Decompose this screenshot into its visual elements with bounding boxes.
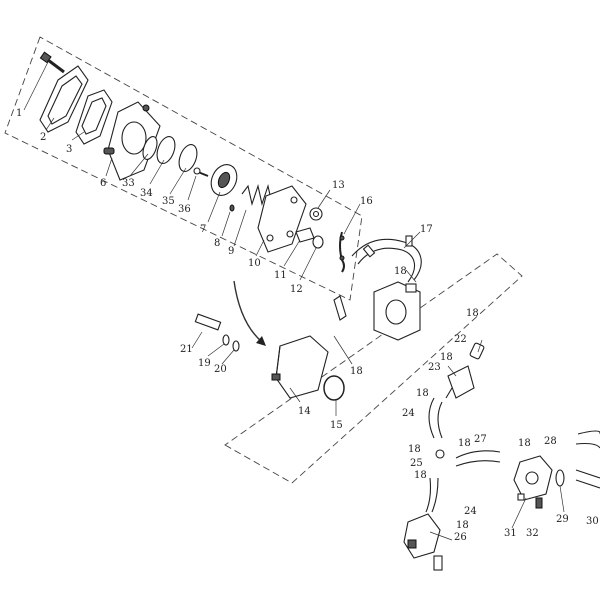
part-pump-26 [403, 513, 443, 571]
callout-21: 21 [180, 344, 193, 355]
part-nut-13 [309, 207, 323, 221]
callout-27: 27 [474, 434, 487, 445]
part-hose-27 [455, 450, 501, 467]
part-hose-24a [428, 397, 443, 439]
part-bolt-1 [39, 51, 65, 74]
callout-7: 7 [200, 224, 206, 235]
callout-18-lower: 18 [414, 470, 427, 481]
callout-18-left: 18 [408, 444, 421, 455]
part-bolt-21 [194, 313, 222, 331]
part-washer-19 [222, 334, 230, 346]
part-washer-20 [232, 340, 240, 352]
callout-18-top: 18 [466, 308, 479, 319]
lower-assembly-boundary [224, 253, 523, 484]
callout-25: 25 [410, 458, 423, 469]
carburetor [373, 281, 421, 341]
part-diaphragm-34 [156, 136, 176, 164]
part-hose-24b [425, 477, 439, 513]
callout-24-lower: 24 [464, 506, 477, 517]
callout-28: 28 [544, 436, 557, 447]
part-cap-12 [312, 235, 324, 249]
part-hose-17 [351, 235, 422, 283]
upper-assembly-boundary [4, 36, 363, 301]
part-diaphragm-cap-7 [210, 164, 238, 196]
callout-30: 30 [586, 516, 599, 527]
part-gasket-3 [75, 89, 113, 145]
callout-15: 15 [330, 420, 343, 431]
callout-11: 11 [274, 270, 287, 281]
part-pump-body-6 [103, 101, 161, 181]
part-fuel-cock-28 [513, 455, 553, 501]
callout-18-filter: 18 [440, 352, 453, 363]
callout-3: 3 [66, 144, 72, 155]
callout-14: 14 [298, 406, 311, 417]
part-bracket-16 [339, 231, 345, 273]
part-spring-9 [241, 183, 273, 207]
callout-9: 9 [228, 246, 234, 257]
part-fitting-11 [295, 227, 315, 243]
callout-24-upper: 24 [402, 408, 415, 419]
callout-31: 31 [504, 528, 517, 539]
callout-18-hose: 18 [416, 388, 429, 399]
part-diaphragm-33 [142, 135, 158, 161]
callout-19: 19 [198, 358, 211, 369]
part-diaphragm-35 [178, 144, 198, 172]
callout-18-pump: 18 [350, 366, 363, 377]
callout-12: 12 [290, 284, 303, 295]
part-fuel-pump-14 [271, 335, 329, 399]
callout-6: 6 [100, 178, 106, 189]
callout-32: 32 [526, 528, 539, 539]
callout-35: 35 [162, 196, 175, 207]
callout-18-cock: 18 [518, 438, 531, 449]
hose-segment [333, 295, 347, 321]
part-cover-housing-10 [257, 185, 307, 253]
callout-23: 23 [428, 362, 441, 373]
assembly-arrow [233, 280, 266, 346]
leader-lines [23, 61, 565, 541]
callout-29: 29 [556, 514, 569, 525]
callout-36: 36 [178, 204, 191, 215]
callout-26: 26 [454, 532, 467, 543]
callout-17: 17 [420, 224, 433, 235]
part-screw-32 [535, 497, 543, 509]
callout-2: 2 [40, 132, 46, 143]
part-oring-15 [323, 375, 345, 401]
callout-18-bottom: 18 [456, 520, 469, 531]
part-fuel-filter-23 [445, 365, 475, 399]
callout-18-mid: 18 [458, 438, 471, 449]
callout-10: 10 [248, 258, 261, 269]
part-clamp-29 [555, 469, 565, 487]
part-cover-plate-2 [39, 65, 89, 133]
callout-33: 33 [122, 178, 135, 189]
callout-13: 13 [332, 180, 345, 191]
callout-1: 1 [16, 108, 22, 119]
callout-labels: 1 2 3 6 33 34 35 36 7 8 9 10 11 12 13 16… [16, 108, 599, 543]
callout-34: 34 [140, 188, 153, 199]
part-screw-31 [517, 493, 525, 501]
part-pin-8 [229, 204, 235, 212]
part-hose-30 [575, 430, 600, 489]
callout-8: 8 [214, 238, 220, 249]
callout-22: 22 [454, 334, 467, 345]
callout-20: 20 [214, 364, 227, 375]
part-pin-36 [193, 167, 209, 177]
callout-18-carb: 18 [394, 266, 407, 277]
part-hose-22 [469, 342, 485, 360]
callout-16: 16 [360, 196, 373, 207]
part-clamp-25 [435, 449, 445, 459]
